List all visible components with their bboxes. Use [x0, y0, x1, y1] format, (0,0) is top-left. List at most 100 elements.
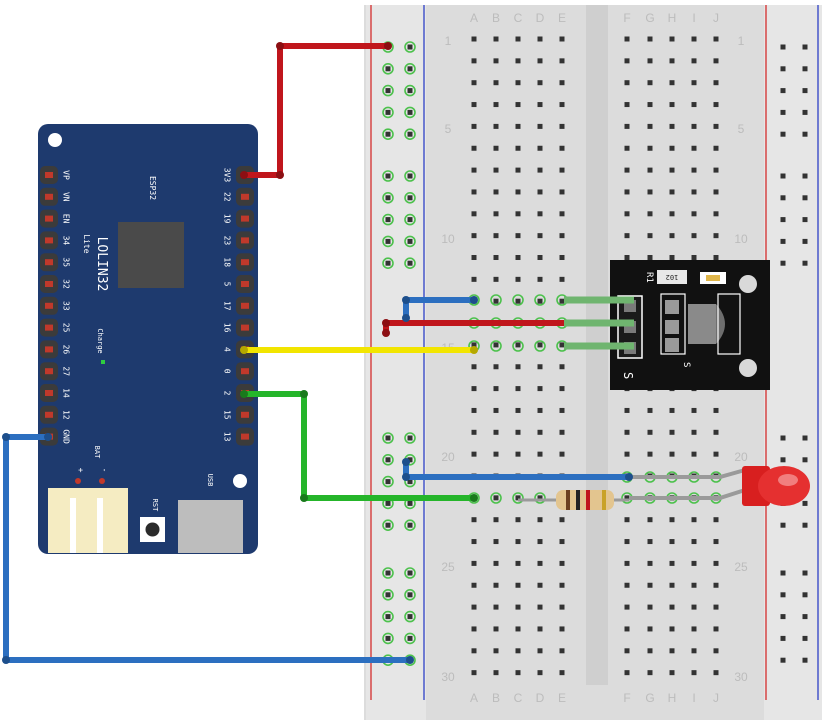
right-pin-label: 2: [223, 391, 232, 396]
breadboard-hole: [624, 604, 630, 610]
row-number-30-right: 30: [734, 670, 748, 684]
rail-hole-highlight: [382, 453, 394, 466]
breadboard-hole: [691, 604, 697, 610]
breadboard-hole: [647, 670, 653, 676]
breadboard-hole: [537, 145, 543, 151]
breadboard-hole: [515, 451, 521, 457]
breadboard-hole: [493, 189, 499, 195]
rail-hole-highlight: [382, 63, 394, 75]
breadboard-hole: [624, 582, 630, 588]
esp32-chip: [118, 222, 184, 288]
row-number-20-right: 20: [734, 450, 748, 464]
rail-hole-highlight: [382, 432, 394, 444]
breadboard-hole: [691, 58, 697, 64]
breadboard-hole: [493, 36, 499, 42]
breadboard-hole: [515, 495, 521, 501]
breadboard-hole: [559, 102, 565, 108]
rail-hole-highlight: [382, 213, 394, 226]
ir-receiver: [688, 304, 716, 344]
rail-hole-highlight: [404, 257, 416, 270]
left-pin-pad: [45, 281, 53, 287]
breadboard-hole: [559, 582, 565, 588]
wire-end-dot: [2, 656, 10, 664]
breadboard-hole: [624, 36, 630, 42]
rail-hole: [802, 635, 808, 641]
breadboard-hole: [559, 342, 565, 348]
rail-hole: [780, 66, 786, 72]
rail-hole: [780, 238, 786, 244]
breadboard-hole: [515, 429, 521, 435]
left-pin-label: 34: [62, 236, 71, 246]
breadboard-hole: [493, 517, 499, 523]
breadboard-hole: [493, 145, 499, 151]
breadboard-hole: [537, 626, 543, 632]
breadboard-hole: [691, 145, 697, 151]
breadboard-hole: [493, 167, 499, 173]
rail-hole: [407, 435, 413, 441]
breadboard-hole: [471, 560, 477, 566]
rail-hole-highlight: [382, 610, 394, 623]
breadboard-hole: [669, 451, 675, 457]
ir-mount-hole-bottom: [739, 359, 757, 377]
breadboard-hole: [691, 539, 697, 545]
breadboard-hole: [691, 429, 697, 435]
breadboard-hole: [471, 670, 477, 676]
rail-hole: [802, 457, 808, 463]
breadboard-hole: [537, 364, 543, 370]
breadboard-hole: [647, 36, 653, 42]
breadboard-hole: [713, 145, 719, 151]
breadboard-hole: [493, 451, 499, 457]
rail-hole: [407, 457, 413, 463]
col-letter-j-bottom: J: [713, 691, 719, 705]
breadboard-hole: [515, 342, 521, 348]
breadboard-hole: [669, 36, 675, 42]
breadboard-hole: [647, 255, 653, 260]
breadboard-hole: [559, 298, 565, 304]
wire-end-dot: [402, 314, 410, 322]
breadboard-hole: [471, 517, 477, 523]
breadboard-hole: [515, 364, 521, 370]
rail-hole: [385, 635, 391, 641]
breadboard-hole: [691, 626, 697, 632]
breadboard-hole: [537, 604, 543, 610]
rail-hole: [802, 173, 808, 179]
right-pin-pad: [241, 302, 249, 309]
breadboard-hole: [537, 429, 543, 435]
breadboard-hole: [669, 626, 675, 632]
left-pin-pad: [45, 390, 53, 396]
breadboard-hole: [493, 386, 499, 392]
breadboard-hole: [691, 517, 697, 523]
left-pin-label: 25: [62, 323, 71, 333]
right-pin-label: 0: [223, 369, 232, 374]
rail-hole: [802, 522, 808, 528]
breadboard-hole: [515, 407, 521, 413]
breadboard-hole: [691, 582, 697, 588]
col-letter-e-bottom: E: [558, 691, 566, 705]
wire-end-dot: [382, 319, 390, 327]
breadboard-hole: [559, 670, 565, 676]
col-letter-g-bottom: G: [645, 691, 654, 705]
left-pin-label: 32: [62, 279, 71, 289]
rail-hole: [802, 260, 808, 266]
breadboard-hole: [691, 36, 697, 42]
right-pin-pad: [241, 368, 249, 375]
breadboard-hole: [559, 429, 565, 435]
breadboard-hole: [669, 407, 675, 413]
rail-hole: [802, 500, 808, 506]
rail-hole-highlight: [404, 213, 416, 226]
breadboard-hole: [471, 189, 477, 195]
breadboard-hole: [647, 429, 653, 435]
rail-hole-highlight: [382, 192, 394, 204]
breadboard-hole: [559, 626, 565, 632]
breadboard-hole: [624, 539, 630, 545]
col-letter-i-bottom: I: [692, 691, 695, 705]
breadboard-hole: [624, 670, 630, 676]
wire-end-dot: [402, 296, 410, 304]
breadboard-hole: [691, 80, 697, 86]
breadboard-hole: [691, 451, 697, 457]
row-hole-highlight: [490, 340, 502, 352]
rail-hole-highlight: [404, 432, 416, 444]
left-pin-pad: [45, 302, 53, 309]
left-pin-label: 35: [62, 257, 71, 267]
